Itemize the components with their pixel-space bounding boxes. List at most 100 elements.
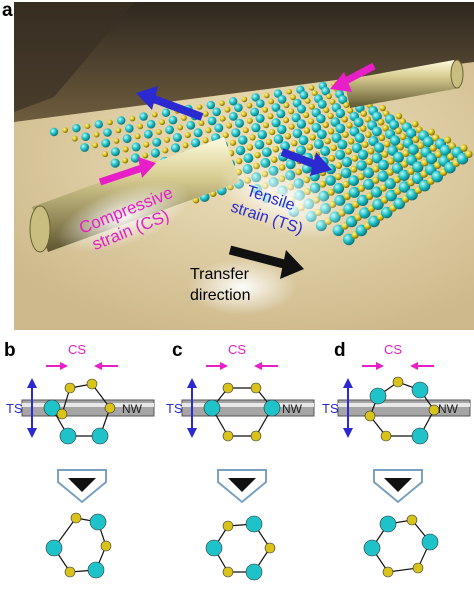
atom-cyan xyxy=(277,95,287,104)
atom-cyan xyxy=(271,118,281,128)
atom-yellow xyxy=(64,382,76,394)
atom-yellow xyxy=(164,136,171,143)
atom-cyan xyxy=(271,103,281,112)
cs-arrow-left xyxy=(94,362,118,370)
atom-yellow xyxy=(143,141,150,148)
molecule-released xyxy=(205,515,276,581)
atom-cyan xyxy=(297,104,306,114)
atom-yellow xyxy=(71,135,78,142)
atom-yellow xyxy=(288,108,295,115)
atom-cyan xyxy=(371,152,383,164)
atom-yellow xyxy=(411,120,419,128)
cs-label: CS xyxy=(228,342,246,357)
atom-cyan xyxy=(379,515,397,533)
atom-yellow xyxy=(364,116,371,123)
atom-cyan xyxy=(43,399,61,417)
atom-yellow xyxy=(303,112,310,119)
atom-cyan xyxy=(250,107,259,117)
atom-yellow xyxy=(345,148,352,155)
atom-yellow xyxy=(250,430,262,442)
panel-b: b CS TS NW xyxy=(0,336,158,593)
atom-yellow xyxy=(241,96,248,103)
atom-yellow xyxy=(406,514,418,526)
atom-cyan xyxy=(384,178,396,190)
atom-yellow xyxy=(341,116,348,123)
atom-yellow xyxy=(222,566,234,578)
panel-letter-c: c xyxy=(172,340,183,361)
ts-label: TS xyxy=(166,401,183,416)
atom-cyan xyxy=(313,139,324,150)
atom-yellow xyxy=(428,404,440,416)
atom-cyan xyxy=(359,207,371,219)
cs-label: CS xyxy=(68,342,86,357)
nw-label: NW xyxy=(122,402,143,416)
atom-cyan xyxy=(341,156,353,168)
atom-cyan xyxy=(317,99,327,109)
atom-yellow xyxy=(159,119,166,126)
atom-cyan xyxy=(372,111,382,122)
atom-yellow xyxy=(365,158,373,166)
atom-yellow xyxy=(62,127,68,133)
atom-cyan xyxy=(277,124,287,135)
atom-yellow xyxy=(113,138,120,144)
atom-yellow xyxy=(372,165,380,173)
atom-yellow xyxy=(93,131,100,138)
atom-cyan xyxy=(110,158,120,168)
atom-cyan xyxy=(168,115,178,125)
atom-cyan xyxy=(125,124,134,133)
atom-cyan xyxy=(335,123,346,134)
atom-cyan xyxy=(317,129,327,140)
down-arrow-icon xyxy=(217,469,267,504)
molecule-released xyxy=(363,514,439,578)
atom-cyan xyxy=(408,144,419,156)
atom-yellow xyxy=(181,115,187,121)
atom-cyan xyxy=(337,139,348,150)
atom-yellow xyxy=(460,144,468,152)
atom-cyan xyxy=(103,128,112,137)
atom-cyan xyxy=(377,170,389,182)
atom-cyan xyxy=(172,133,182,142)
atom-cyan xyxy=(363,539,381,557)
atom-yellow xyxy=(427,128,435,136)
nw-label: NW xyxy=(282,402,303,416)
atom-cyan xyxy=(45,539,63,557)
atom-cyan xyxy=(373,142,385,153)
atomic-sheet xyxy=(49,81,473,246)
atom-cyan xyxy=(335,149,346,160)
atom-cyan xyxy=(101,138,111,148)
atom-cyan xyxy=(152,137,162,147)
atom-cyan xyxy=(398,181,411,193)
atom-cyan xyxy=(254,139,265,150)
atom-cyan xyxy=(146,119,156,129)
atom-yellow xyxy=(219,100,225,106)
transfer-label-line2: direction xyxy=(190,287,250,304)
atom-cyan xyxy=(389,119,400,130)
magenta-arrow-left xyxy=(98,157,156,186)
atom-yellow xyxy=(100,540,112,552)
atom-cyan xyxy=(335,108,346,119)
panel-a-rendering: Compressive strain (CS) Tensile strain (… xyxy=(14,2,474,330)
atom-cyan xyxy=(273,134,284,144)
atom-cyan xyxy=(351,142,362,154)
atom-cyan xyxy=(206,100,215,110)
ts-arrow xyxy=(27,378,37,438)
atom-yellow xyxy=(198,120,205,126)
atom-yellow xyxy=(343,192,351,200)
atom-yellow xyxy=(222,430,234,442)
atom-cyan xyxy=(370,186,383,198)
atom-yellow xyxy=(326,93,332,100)
atom-cyan xyxy=(139,112,148,121)
atom-yellow xyxy=(202,137,209,144)
atom-yellow xyxy=(182,142,189,149)
atom-yellow xyxy=(263,122,269,129)
panel-letter-b: b xyxy=(4,340,16,361)
atom-cyan xyxy=(229,97,238,106)
ts-label: TS xyxy=(6,401,23,416)
atom-cyan xyxy=(94,120,104,129)
atom-yellow xyxy=(417,142,425,150)
atom-cyan xyxy=(117,116,126,125)
atom-yellow xyxy=(396,143,404,151)
atom-yellow xyxy=(327,112,334,120)
atom-yellow xyxy=(222,520,234,532)
atom-yellow xyxy=(156,129,162,135)
